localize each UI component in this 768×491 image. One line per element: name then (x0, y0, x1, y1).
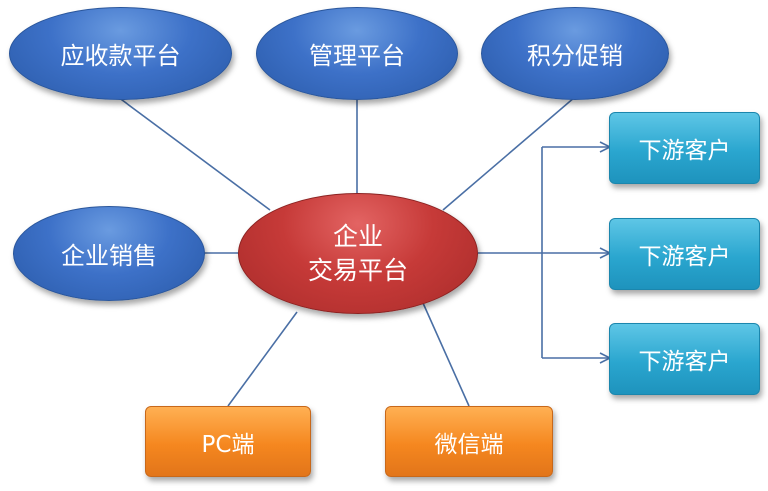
downstream-customer-label: 下游客户 (638, 349, 731, 375)
points-promotion-node: 积分促销 (481, 7, 669, 100)
pc-client-node: PC端 (145, 406, 311, 477)
downstream-customer-node-2: 下游客户 (609, 218, 760, 290)
downstream-customer-node-3: 下游客户 (609, 323, 760, 395)
management-platform-node: 管理平台 (256, 7, 458, 100)
receivables-platform-node: 应收款平台 (9, 7, 232, 100)
downstream-customer-label: 下游客户 (638, 138, 731, 164)
management-platform-label: 管理平台 (309, 42, 405, 70)
enterprise-trading-platform-node: 企业 交易平台 (238, 193, 478, 314)
pc-client-label: PC端 (201, 431, 255, 458)
line-points (442, 96, 576, 211)
downstream-customer-node-1: 下游客户 (609, 112, 760, 184)
wechat-client-node: 微信端 (385, 406, 553, 477)
line-receivables (117, 96, 271, 211)
enterprise-sales-label: 企业销售 (61, 242, 157, 270)
downstream-customer-label: 下游客户 (638, 244, 731, 270)
receivables-platform-label: 应收款平台 (60, 42, 181, 70)
enterprise-sales-node: 企业销售 (13, 206, 205, 301)
wechat-client-label: 微信端 (434, 431, 504, 458)
center-label-line2: 交易平台 (307, 255, 408, 285)
center-label-line1: 企业 (332, 221, 383, 251)
line-wechat (422, 302, 470, 407)
line-pc (227, 311, 298, 407)
points-promotion-label: 积分促销 (527, 42, 623, 70)
